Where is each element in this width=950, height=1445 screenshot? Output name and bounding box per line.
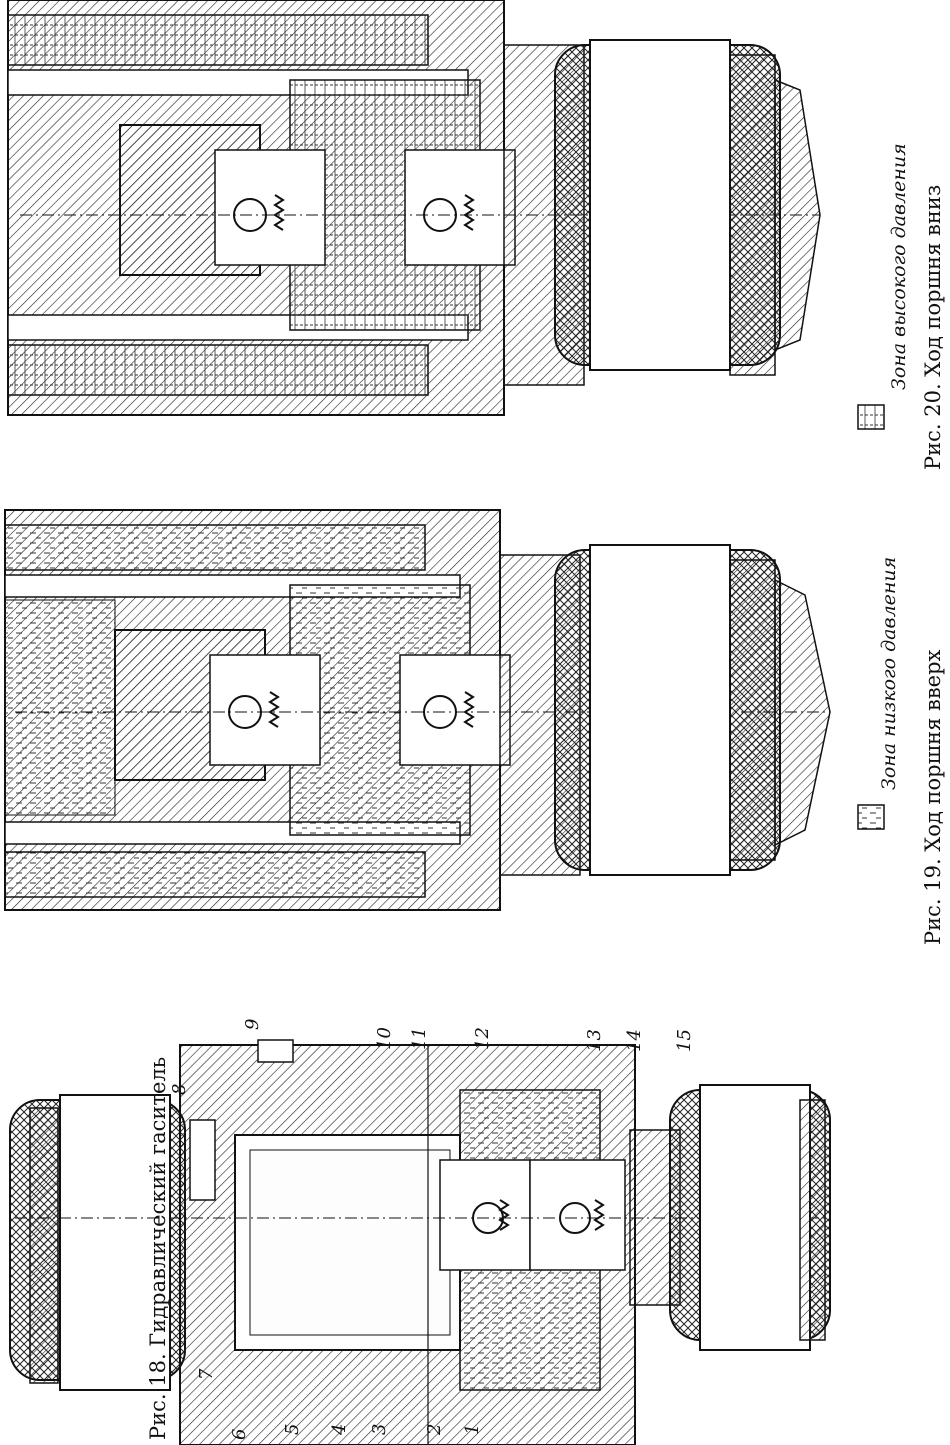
figure-19-drawing xyxy=(4,509,831,911)
legend-low-pressure: Зона низкого давления xyxy=(878,557,900,790)
callout-4: 4 xyxy=(329,1424,350,1436)
callout-3: 3 xyxy=(369,1424,390,1435)
callout-9: 9 xyxy=(242,1019,263,1030)
callout-1: 1 xyxy=(462,1424,483,1435)
legend-swatch-low-pressure xyxy=(857,804,885,830)
callout-10: 10 xyxy=(374,1027,395,1050)
figure-18-drawing xyxy=(9,1039,831,1445)
callout-13: 13 xyxy=(584,1029,605,1052)
callout-11: 11 xyxy=(409,1027,430,1050)
caption-fig20: Рис. 20. Ход поршня вниз xyxy=(921,185,945,470)
legend-high-pressure: Зона высокого давления xyxy=(888,143,910,390)
callout-6: 6 xyxy=(229,1429,250,1440)
callout-12: 12 xyxy=(472,1027,493,1050)
callout-14: 14 xyxy=(624,1029,645,1052)
callout-2: 2 xyxy=(424,1424,445,1436)
callout-group: 1 2 3 4 5 6 7 8 9 10 11 12 13 14 15 xyxy=(169,1019,695,1440)
figure-20-drawing xyxy=(7,0,821,416)
callout-7: 7 xyxy=(196,1368,217,1380)
callout-5: 5 xyxy=(282,1424,303,1435)
caption-fig18: Рис. 18. Гидравлический гаситель xyxy=(146,1057,170,1440)
caption-fig19: Рис. 19. Ход поршня вверх xyxy=(921,649,945,945)
callout-15: 15 xyxy=(674,1029,695,1052)
callout-8: 8 xyxy=(169,1084,190,1095)
legend-swatch-high-pressure xyxy=(857,404,885,430)
